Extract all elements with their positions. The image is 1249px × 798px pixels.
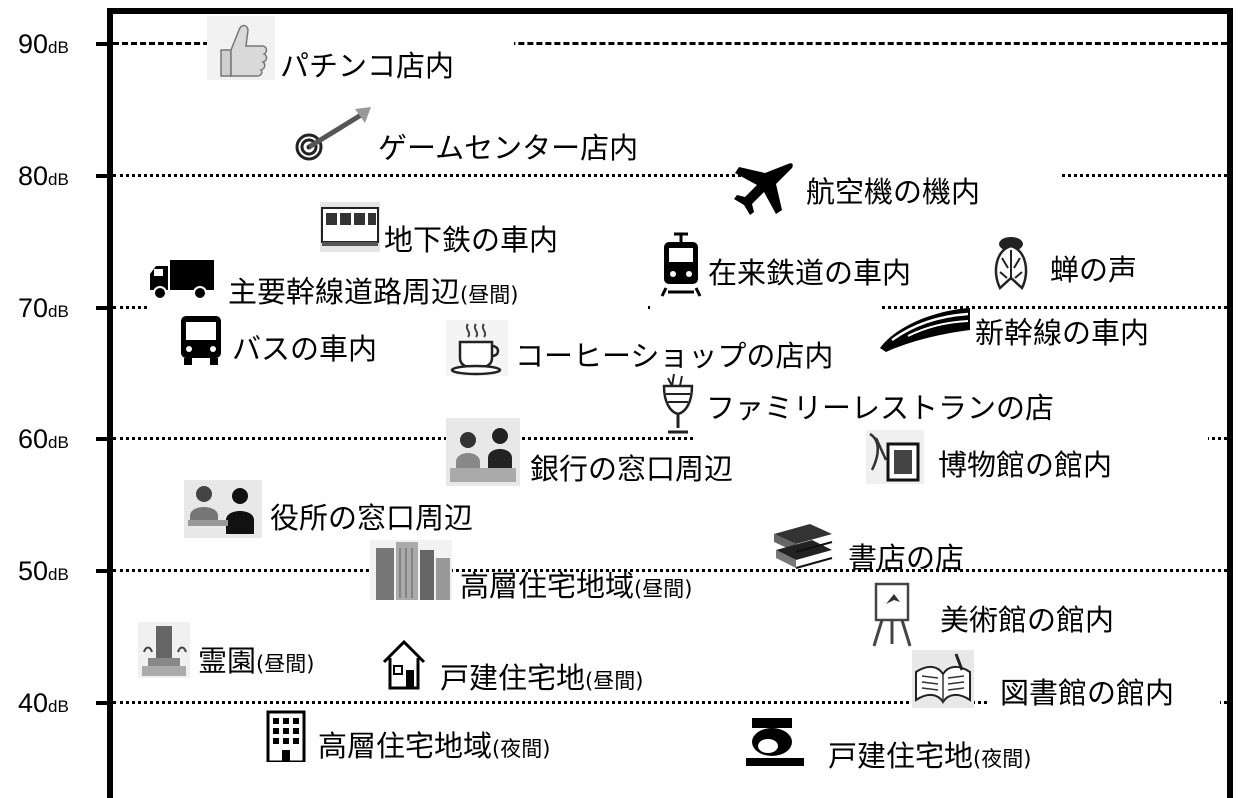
tick-label-70: 70dB	[18, 293, 69, 323]
frame-right-border	[1227, 8, 1233, 798]
subway-train-icon	[320, 202, 380, 252]
label-highrise-day: 高層住宅地域(昼間)	[460, 569, 693, 603]
books-icon	[770, 520, 834, 576]
label-aircraft: 航空機の機内	[806, 175, 981, 209]
tick-mark-70	[96, 306, 108, 310]
house-icon	[380, 638, 428, 692]
tick-mark-80	[96, 174, 108, 178]
tick-label-80: 80dB	[18, 161, 69, 191]
label-pachinko: パチンコ店内	[280, 49, 455, 83]
bullet-train-icon	[878, 304, 972, 352]
gridline-60	[113, 437, 1227, 440]
tick-label-40: 40dB	[18, 688, 69, 718]
easel-icon	[868, 578, 916, 648]
label-bank: 銀行の窓口周辺	[530, 452, 734, 486]
label-local-train: 在来鉄道の車内	[708, 256, 912, 290]
label-cicada: 蝉の声	[1050, 253, 1138, 287]
dart-target-icon	[295, 103, 375, 163]
sleeping-person-icon	[744, 716, 806, 768]
airplane-icon	[732, 160, 794, 218]
tick-label-50: 50dB	[18, 556, 69, 586]
truck-icon	[148, 258, 216, 300]
grave-icon	[138, 622, 190, 678]
tram-icon	[660, 232, 702, 298]
label-art-museum: 美術館の館内	[940, 603, 1115, 637]
thumbs-up-icon	[207, 16, 275, 80]
label-city-office: 役所の窓口周辺	[270, 501, 474, 535]
gridline-80	[113, 174, 1227, 177]
tick-mark-50	[96, 569, 108, 573]
gridline-90	[113, 42, 1227, 45]
tick-mark-60	[96, 437, 108, 441]
label-house-day: 戸建住宅地(昼間)	[440, 661, 644, 695]
label-museum: 博物館の館内	[938, 448, 1113, 482]
skyscrapers-icon	[370, 540, 452, 600]
label-house-night: 戸建住宅地(夜間)	[828, 739, 1032, 773]
label-library: 図書館の館内	[1000, 676, 1175, 710]
cicada-icon	[990, 234, 1032, 290]
tick-label-60: 60dB	[18, 424, 69, 454]
bus-icon	[178, 314, 224, 366]
label-cemetery: 霊園(昼間)	[198, 644, 315, 678]
label-shinkansen: 新幹線の車内	[975, 316, 1150, 350]
label-main-road: 主要幹線道路周辺(昼間)	[228, 275, 519, 309]
coffee-cup-icon	[446, 320, 508, 376]
y-axis-line	[107, 8, 113, 798]
label-bookstore: 書店の店	[848, 541, 965, 575]
bank-counter-icon	[446, 418, 520, 486]
apartment-building-icon	[262, 710, 310, 762]
gridline-50	[113, 569, 1227, 572]
label-coffee-shop: コーヒーショップの店内	[515, 339, 834, 373]
parfait-icon	[656, 372, 700, 438]
label-game-center: ゲームセンター店内	[378, 131, 639, 165]
open-book-icon	[912, 650, 974, 708]
office-counter-icon	[184, 480, 262, 538]
tick-label-90: 90dB	[18, 29, 69, 59]
tick-mark-90	[96, 42, 108, 46]
gridline-40	[113, 701, 1227, 704]
label-bus: バスの車内	[232, 332, 378, 366]
frame-top-border	[107, 8, 1233, 14]
label-subway: 地下鉄の車内	[384, 223, 559, 257]
tick-mark-40	[96, 701, 108, 705]
label-highrise-night: 高層住宅地域(夜間)	[318, 729, 551, 763]
label-family-restaurant: ファミリーレストランの店	[706, 391, 1055, 425]
museum-exhibit-icon	[866, 430, 924, 484]
